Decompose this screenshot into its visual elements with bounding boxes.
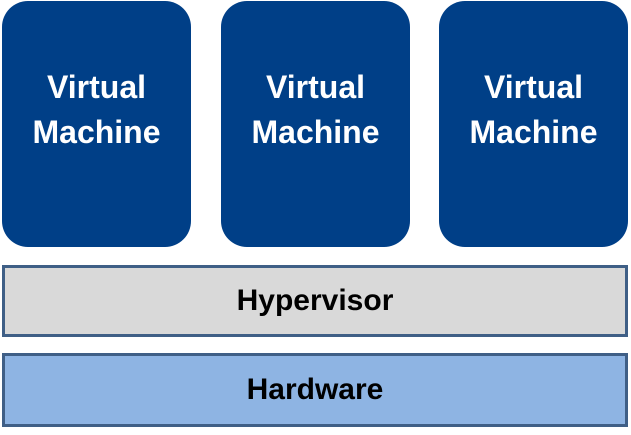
hypervisor-layer: Hypervisor (2, 265, 628, 337)
virtual-machine-box-3: Virtual Machine (439, 1, 628, 247)
virtual-machine-box-2: Virtual Machine (221, 1, 410, 247)
hypervisor-label: Hypervisor (236, 284, 394, 317)
virtual-machine-label-2: Virtual Machine (251, 69, 380, 150)
hardware-label: Hardware (246, 373, 384, 406)
virtual-machine-label-3: Virtual Machine (469, 69, 598, 150)
virtual-machine-label-1: Virtual Machine (32, 69, 161, 150)
virtual-machine-row: Virtual Machine Virtual Machine Virtual … (2, 1, 630, 248)
hardware-layer: Hardware (2, 353, 628, 427)
virtual-machine-box-1: Virtual Machine (2, 1, 191, 247)
